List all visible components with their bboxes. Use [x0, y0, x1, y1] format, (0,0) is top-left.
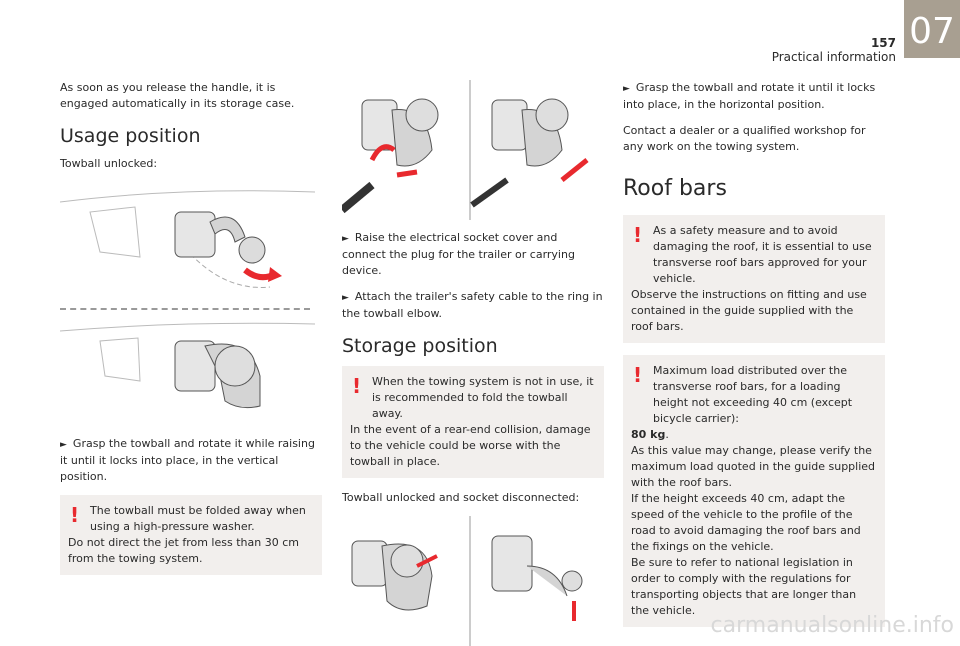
column-1: As soon as you release the handle, it is… — [60, 80, 322, 587]
warning-box-roof-bars: ! As a safety measure and to avoid damag… — [623, 215, 885, 343]
warning-icon: ! — [70, 503, 80, 527]
warning-box-storage: ! When the towing system is not in use, … — [342, 366, 604, 478]
towball-vertical-illustration — [60, 322, 316, 409]
column-2: ►Raise the electrical socket cover and c… — [342, 80, 604, 646]
towball-unlocked-illustration — [60, 190, 316, 288]
column-3: ►Grasp the towball and rotate it until i… — [623, 80, 885, 639]
max-load-value: 80 kg — [631, 428, 666, 441]
page-number: 157 — [870, 36, 896, 50]
section-title: Practical information — [771, 50, 896, 64]
arrow-bullet-icon: ► — [623, 84, 630, 94]
heading-storage-position: Storage position — [342, 335, 498, 357]
warning-icon: ! — [352, 374, 362, 398]
storage-illustration — [351, 516, 583, 646]
page-header: 157 Practical information — [772, 0, 896, 64]
warning-box-washer: ! The towball must be folded away when u… — [60, 495, 322, 575]
watermark: carmanualsonline.info — [710, 613, 954, 638]
heading-usage-position: Usage position — [60, 125, 201, 147]
warning-icon: ! — [633, 223, 643, 247]
chapter-tab: 07 — [904, 0, 960, 58]
socket-cable-illustration — [342, 80, 589, 220]
contact-dealer-text: Contact a dealer or a qualified workshop… — [623, 124, 866, 153]
step-raise-socket: ►Raise the electrical socket cover and c… — [342, 231, 575, 277]
heading-roof-bars: Roof bars — [623, 176, 727, 201]
step-attach-cable: ►Attach the trailer's safety cable to th… — [342, 290, 603, 320]
warning-box-max-load: ! Maximum load distributed over the tran… — [623, 355, 885, 627]
arrow-bullet-icon: ► — [342, 293, 349, 303]
warning-icon: ! — [633, 363, 643, 387]
step-grasp-horizontal: ►Grasp the towball and rotate it until i… — [623, 81, 876, 111]
arrow-bullet-icon: ► — [60, 440, 67, 450]
intro-text: As soon as you release the handle, it is… — [60, 81, 295, 110]
arrow-bullet-icon: ► — [342, 234, 349, 244]
divider-dashed — [60, 308, 310, 310]
towball-unlocked-label: Towball unlocked: — [60, 157, 158, 170]
unlocked-disconnected-label: Towball unlocked and socket disconnected… — [342, 491, 580, 504]
step-grasp-vertical: ►Grasp the towball and rotate it while r… — [60, 437, 315, 483]
